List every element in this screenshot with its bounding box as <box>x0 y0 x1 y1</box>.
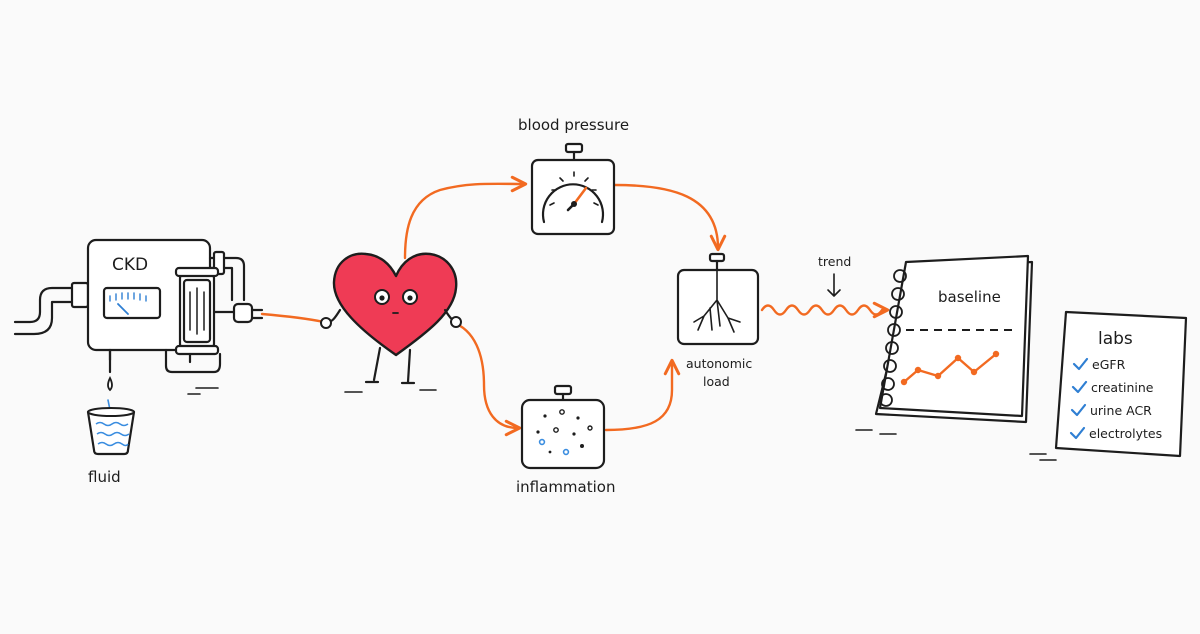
autonomic-load-label-line2: load <box>703 374 730 389</box>
gauge-icon <box>530 142 616 236</box>
trend-wave <box>760 301 890 319</box>
arrow-heart-to-blood-pressure <box>403 175 528 260</box>
check-icon <box>1070 403 1087 417</box>
autonomic-load-label-line1: autonomic <box>686 356 752 371</box>
labs-item-egfr: eGFR <box>1092 357 1126 372</box>
inflammation-label: inflammation <box>516 478 615 496</box>
check-icon <box>1069 426 1086 440</box>
notebook-icon <box>855 254 1034 435</box>
arrow-ckd-to-heart <box>260 312 326 324</box>
arrow-blood-pressure-to-autonomic <box>613 183 727 252</box>
labs-item-electrolytes: electrolytes <box>1089 426 1162 441</box>
baseline-label: baseline <box>938 288 1001 306</box>
trend-label: trend <box>818 254 851 269</box>
arrow-heart-to-inflammation <box>450 320 522 437</box>
heart-character-icon <box>320 252 462 393</box>
fluid-label: fluid <box>88 468 121 486</box>
nerve-icon <box>676 252 760 346</box>
fluid-cup-icon <box>86 399 136 456</box>
particles-icon <box>520 384 606 470</box>
ckd-machine-icon <box>13 238 264 395</box>
labs-title: labs <box>1098 329 1133 349</box>
blood-pressure-label: blood pressure <box>518 116 629 134</box>
check-icon <box>1072 357 1089 371</box>
labs-card <box>1029 310 1188 461</box>
ckd-label: CKD <box>112 255 148 275</box>
labs-item-creatinine: creatinine <box>1091 380 1154 395</box>
notebook-spiral <box>879 269 907 407</box>
trend-down-arrow <box>827 273 841 297</box>
labs-list: eGFR creatinine urine ACR electrolytes <box>1069 357 1162 441</box>
check-icon <box>1071 380 1088 394</box>
arrow-inflammation-to-autonomic <box>604 358 681 432</box>
labs-item-urine-acr: urine ACR <box>1090 403 1152 418</box>
